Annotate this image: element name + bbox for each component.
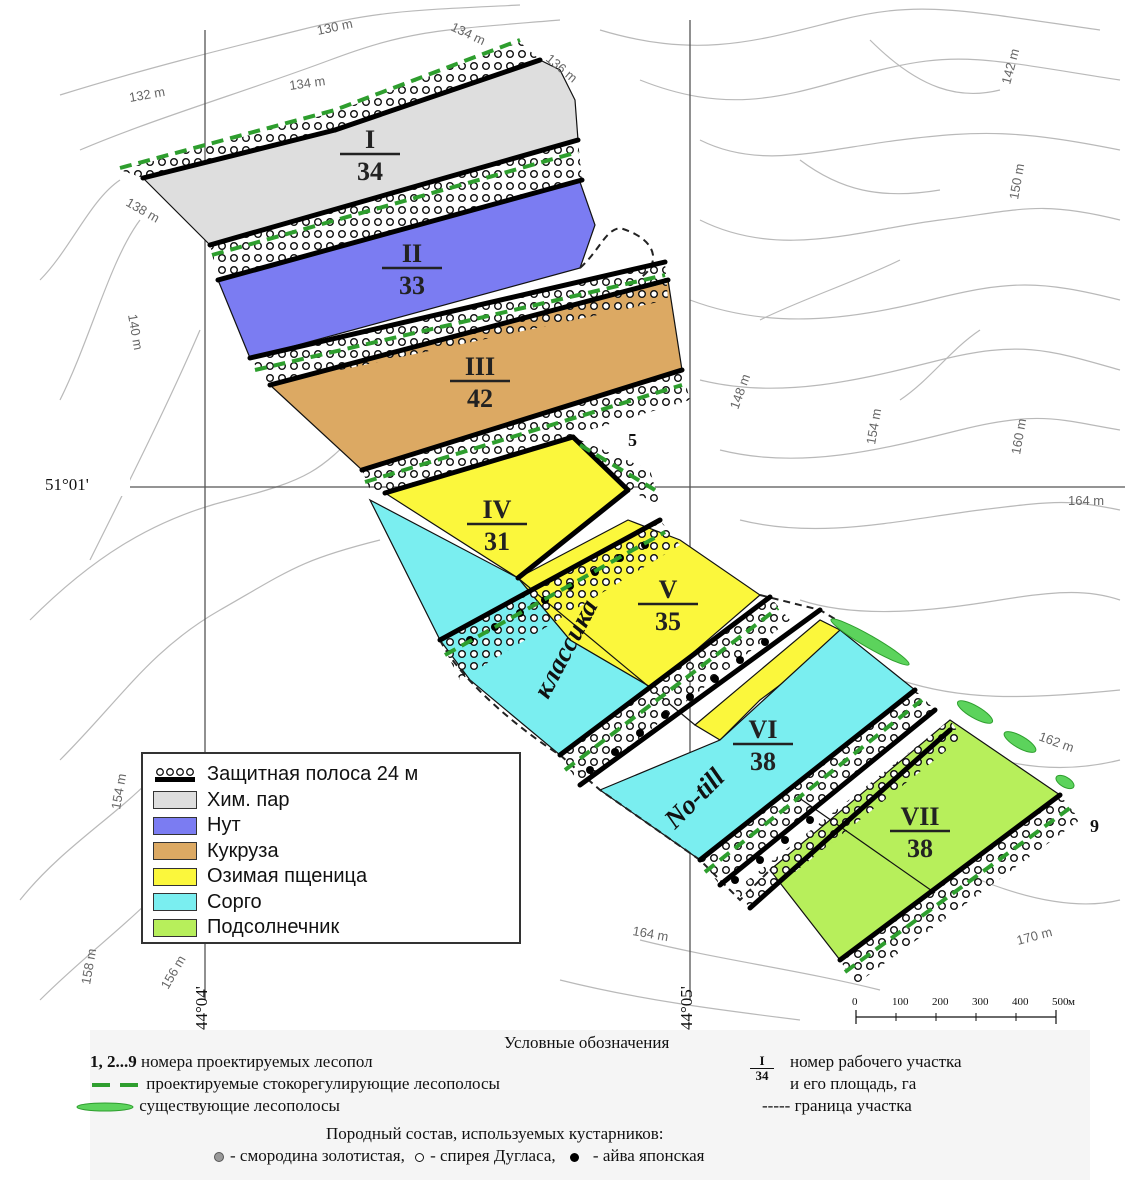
legend-item-sunflower: Подсолнечник	[153, 915, 511, 941]
svg-text:154 m: 154 m	[108, 772, 129, 810]
scale-tick-label: 400	[1012, 996, 1029, 1008]
plot-number-text: номер рабочего участка	[790, 1052, 962, 1071]
svg-text:164 m: 164 m	[1068, 493, 1104, 508]
fraction-symbol: I 34	[750, 1054, 774, 1083]
existing-belts	[830, 618, 1075, 790]
svg-text:134 m: 134 m	[288, 73, 326, 93]
shelterbelt-5	[573, 437, 660, 505]
legend-item-shelterbelt: Защитная полоса 24 м	[153, 762, 511, 788]
legend-item-chickpea: Нут	[153, 813, 511, 839]
contour-labels: 130 m 134 m 134 m 136 m 132 m 138 m 140 …	[78, 16, 1104, 992]
plot-area-text: и его площадь, га	[790, 1074, 917, 1093]
svg-text:130 m: 130 m	[316, 16, 354, 38]
scale-tick-label: 300	[972, 996, 989, 1008]
quince-dot-icon	[569, 1152, 579, 1162]
quince-dots	[466, 541, 814, 884]
notes-title: Условные обозначения	[504, 1033, 670, 1052]
swatch-sunflower	[153, 918, 197, 937]
svg-text:160 m: 160 m	[1008, 417, 1029, 455]
svg-text:170 m: 170 m	[1015, 924, 1054, 948]
plot-roman-VI: VI	[749, 715, 778, 744]
svg-text:150 m: 150 m	[1006, 162, 1027, 200]
svg-text:156 m: 156 m	[158, 953, 189, 992]
notes-numbers-row: 1, 2...9 номера проектируемых лесопол	[90, 1052, 373, 1071]
species-title: Породный состав, используемых кустарнико…	[326, 1124, 664, 1143]
legend-label: Защитная полоса 24 м	[207, 763, 419, 786]
plot-roman-VII: VII	[900, 802, 939, 831]
scale-tick-label: 200	[932, 996, 949, 1008]
svg-text:148 m: 148 m	[727, 372, 753, 411]
scale-unit: м	[1068, 996, 1075, 1008]
legend-item-chem-fallow: Хим. пар	[153, 788, 511, 814]
plot-roman-IV: IV	[483, 495, 512, 524]
shelterbelt-4	[362, 370, 690, 495]
plot-roman-I: I	[365, 125, 375, 154]
swatch-chickpea	[153, 816, 197, 835]
projected-belt-symbol	[92, 1083, 138, 1088]
svg-text:142 m: 142 m	[998, 47, 1022, 86]
swatch-chem-fallow	[153, 791, 197, 810]
swatch-winter-wheat	[153, 867, 197, 886]
svg-text:162 m: 162 m	[1037, 729, 1076, 755]
svg-text:132 m: 132 m	[128, 84, 166, 105]
notes-projected-row: проектируемые стокорегулирующие лесополо…	[90, 1074, 500, 1094]
plot-roman-V: V	[659, 575, 678, 604]
plot-area-V: 35	[655, 607, 681, 636]
lat-label: 51°01'	[45, 475, 89, 494]
point-label-5: 5	[628, 430, 637, 450]
svg-text:140 m: 140 m	[125, 313, 146, 351]
currant-dot-icon	[214, 1152, 224, 1163]
scale-tick-label: 0	[852, 996, 858, 1008]
plot-roman-III: III	[465, 352, 495, 381]
spirea-ring-icon	[415, 1152, 425, 1162]
lon-right-label: 44°05'	[677, 986, 696, 1030]
legend: Защитная полоса 24 м Хим. пар Нут Кукруз…	[141, 752, 521, 944]
shelterbelt-symbol	[153, 766, 197, 784]
swatch-sorghum	[153, 893, 197, 912]
plot-area-VII: 38	[907, 834, 933, 863]
plot-area-IV: 31	[484, 527, 510, 556]
svg-text:154 m: 154 m	[863, 407, 884, 445]
notes-existing-row: существующие лесополосы	[75, 1096, 340, 1116]
svg-text:158 m: 158 m	[78, 947, 99, 985]
svg-text:138 m: 138 m	[124, 195, 163, 226]
swatch-corn	[153, 842, 197, 861]
plot-area-I: 34	[357, 157, 383, 186]
shelterbelt-edges	[140, 57, 1063, 963]
point-label-9: 9	[1090, 816, 1099, 836]
conventional-signs: Условные обозначения 1, 2...9 номера про…	[76, 1030, 1090, 1180]
lon-left-label: 44°04'	[192, 986, 211, 1030]
legend-item-corn: Кукруза	[153, 839, 511, 865]
shelterbelt-1	[120, 42, 540, 178]
plot-area-II: 33	[399, 271, 425, 300]
plot-area-VI: 38	[750, 747, 776, 776]
scale-tick-label: 500	[1052, 996, 1069, 1008]
projected-belts	[119, 38, 1072, 974]
svg-text:134 m: 134 m	[449, 19, 488, 48]
contour-lines	[19, 4, 1121, 1021]
plot-roman-II: II	[402, 239, 422, 268]
existing-belt-symbol	[76, 1102, 134, 1112]
svg-text:164 m: 164 m	[631, 923, 669, 944]
species-row: - смородина золотистая, - спирея Дугласа…	[214, 1146, 705, 1166]
plot-area-III: 42	[467, 384, 493, 413]
legend-item-winter-wheat: Озимая пщеница	[153, 864, 511, 890]
boundary-row: ----- граница участка	[762, 1096, 912, 1115]
legend-item-sorghum: Сорго	[153, 890, 511, 916]
scale-tick-label: 100	[892, 996, 909, 1008]
